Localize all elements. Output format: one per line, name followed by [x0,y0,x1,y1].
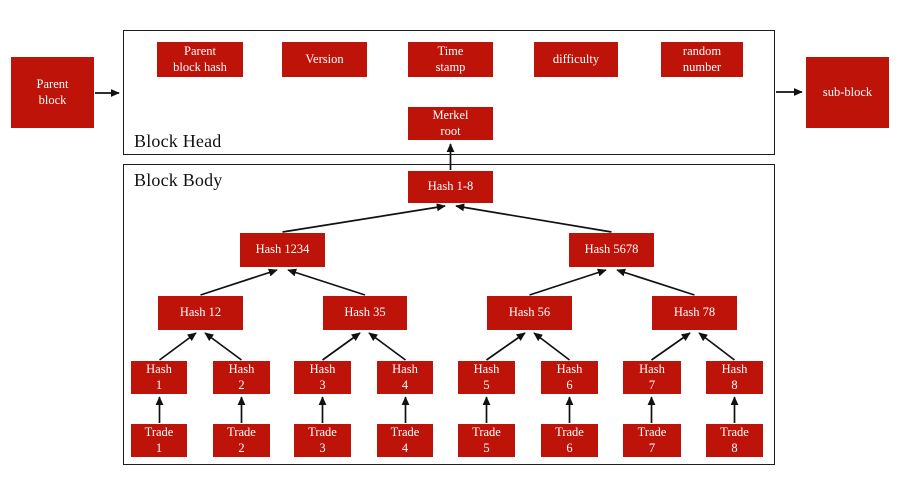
version-node: Version [282,42,367,77]
random-number-node: random number [661,42,743,77]
hash-4-node: Hash 4 [377,361,433,394]
trade-7-node: Trade 7 [623,424,681,457]
trade-1-node: Trade 1 [131,424,187,457]
time-stamp-node: Time stamp [408,42,493,77]
trade-5-node: Trade 5 [458,424,515,457]
hash-7-node: Hash 7 [623,361,681,394]
parent-block-node: Parent block [11,57,94,128]
hash-5-node: Hash 5 [458,361,515,394]
trade-2-node: Trade 2 [213,424,270,457]
hash-35-node: Hash 35 [323,296,407,330]
trade-3-node: Trade 3 [294,424,351,457]
block-head-label: Block Head [134,131,222,151]
trade-8-node: Trade 8 [706,424,763,457]
hash-56-node: Hash 56 [487,296,572,330]
sub-block-node: sub-block [806,57,889,128]
hash-1234-node: Hash 1234 [240,233,325,267]
parent-block-hash-node: Parent block hash [157,42,243,77]
merkel-root-node: Merkel root [408,107,493,140]
trade-6-node: Trade 6 [541,424,598,457]
hash-root-node: Hash 1-8 [408,171,493,203]
hash-2-node: Hash 2 [213,361,270,394]
hash-1-node: Hash 1 [131,361,187,394]
trade-4-node: Trade 4 [377,424,433,457]
difficulty-node: difficulty [534,42,618,77]
hash-6-node: Hash 6 [541,361,598,394]
hash-78-node: Hash 78 [652,296,737,330]
hash-12-node: Hash 12 [158,296,243,330]
hash-3-node: Hash 3 [294,361,351,394]
block-body-label: Block Body [134,170,223,190]
hash-8-node: Hash 8 [706,361,763,394]
hash-5678-node: Hash 5678 [569,233,654,267]
